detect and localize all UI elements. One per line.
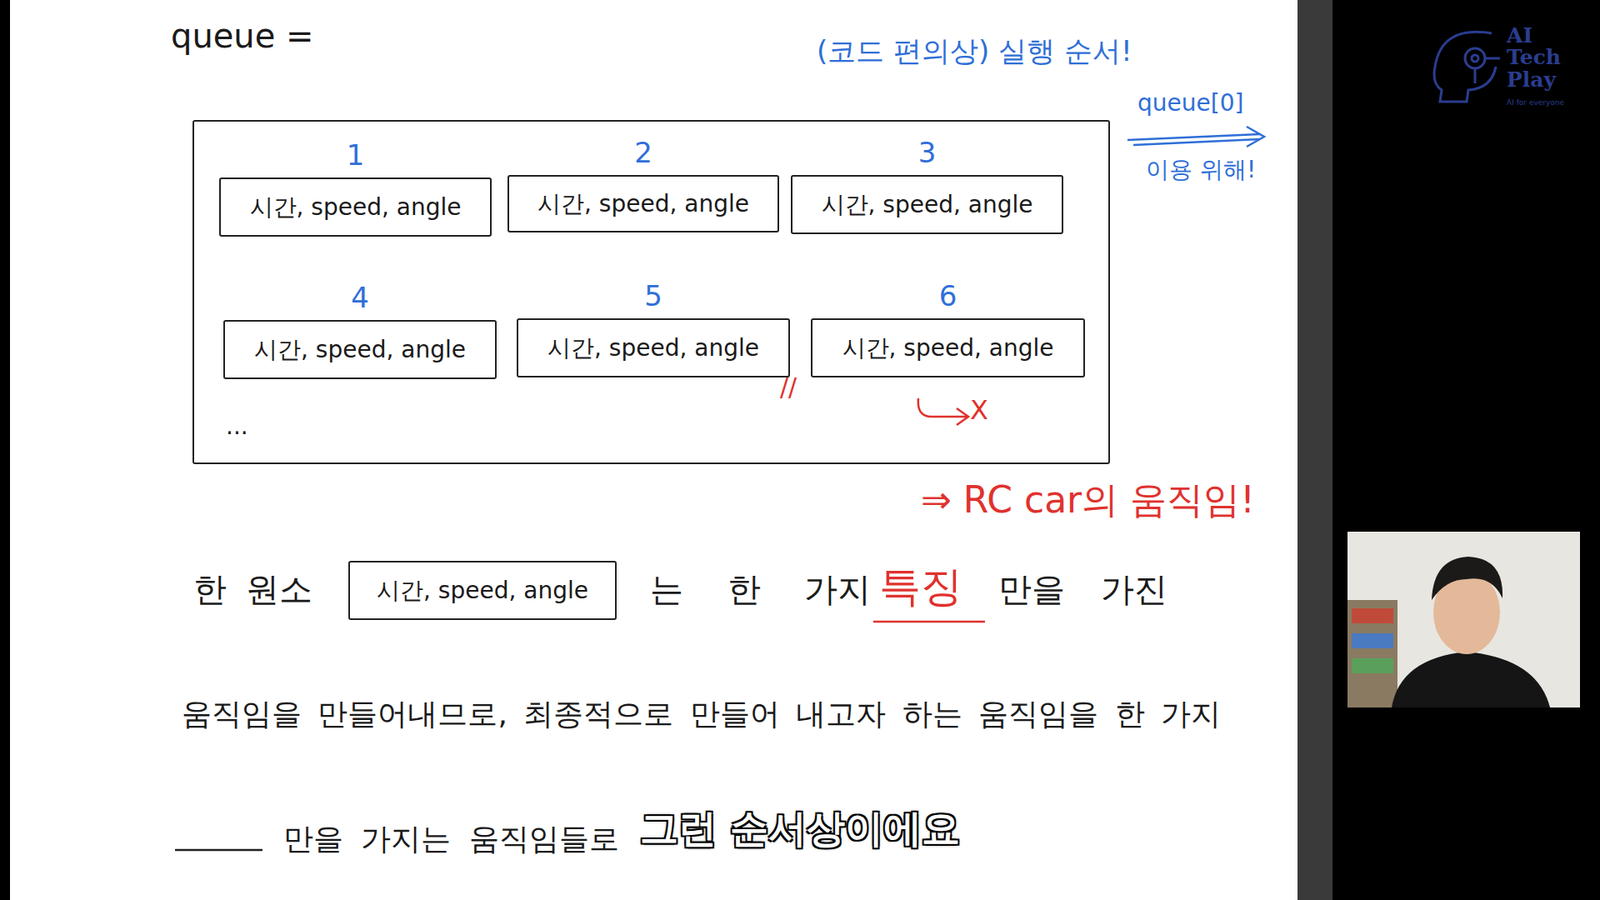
order-number: 3 [918,136,937,170]
order-number: 2 [634,136,653,170]
sentence-text: 움직임을 만들어내므로, 최종적으로 만들어 내고자 하는 움직임을 한 가지 [181,696,1221,731]
element-text: 시간, speed, angle [376,575,589,607]
element-box: 2시간, speed, angle [507,175,780,233]
ellipsis: ... [225,413,249,440]
logo-text: AI Tech Play [1506,25,1565,91]
blue-arrow [1127,126,1265,147]
order-number: 5 [644,280,663,313]
blank-line [175,849,263,852]
sentence-text: 는 한 가지 [650,570,871,609]
logo-tagline: AI for everyone [1506,98,1565,107]
element-text: 시간, speed, angle [537,188,750,220]
subtitle: 그런 순서상이에요 [640,806,960,851]
element-text: 시간, speed, angle [547,332,760,365]
order-number: 4 [350,281,370,315]
queue-heading: queue = [170,16,315,55]
red-note: ⇒ RC car의 움직임! [920,479,1255,522]
order-number: 6 [939,280,958,313]
element-text: 시간, speed, angle [254,334,466,366]
cross-mark: X [970,395,989,426]
keyword: 특징 [879,563,963,612]
element-text: 시간, speed, angle [250,191,462,224]
element-text: 시간, speed, angle [842,332,1055,365]
blue-note: 이용 위해! [1145,156,1256,184]
element-box: 시간, speed, angle [348,560,617,620]
sentence-text: 만을 가진 [998,570,1168,609]
element-text: 시간, speed, angle [821,189,1034,221]
element-box: 1시간, speed, angle [219,177,492,237]
whiteboard [10,0,1298,900]
blue-note: (코드 편의상) 실행 순서! [816,35,1133,68]
logo-icon [1434,31,1500,102]
element-box: 5시간, speed, angle [516,318,790,378]
element-box: 6시간, speed, angle [810,318,1085,378]
cut-mark: // [780,373,797,403]
webcam-view [1347,531,1580,708]
blue-note: queue[0] [1137,90,1244,117]
sentence-text: 한 원소 [193,570,313,609]
hook-arrow [918,398,969,425]
side-strip [1297,0,1333,900]
element-box: 3시간, speed, angle [790,175,1064,235]
sentence-text: 만을 가지는 움직임들로 [283,821,620,856]
element-box: 4시간, speed, angle [223,320,497,380]
underline [873,620,985,624]
order-number: 1 [346,139,365,172]
